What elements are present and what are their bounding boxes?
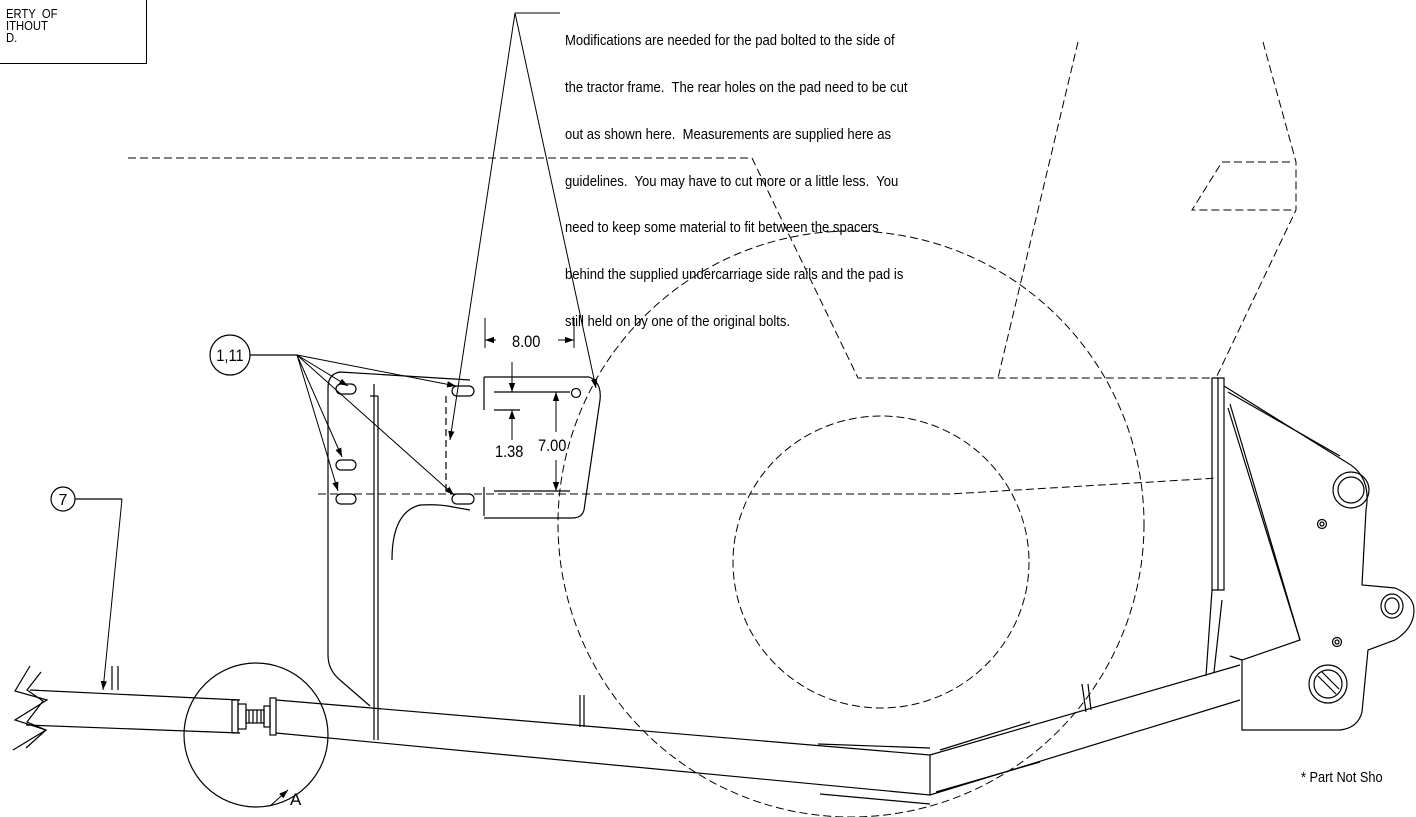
- note-line-6: behind the supplied undercarriage side r…: [565, 266, 904, 284]
- note-line-7: still held on by one of the original bol…: [565, 312, 791, 330]
- dimension-height: 7.00: [538, 437, 567, 455]
- modification-note: Modifications are needed for the pad bol…: [565, 2, 995, 345]
- title-block-line-3: D.: [6, 31, 18, 45]
- dimension-width: 8.00: [512, 333, 541, 351]
- title-block-line-2: ITHOUT: [6, 19, 48, 33]
- callout-7-label: 7: [59, 492, 68, 509]
- detail-a-label: A: [290, 790, 302, 809]
- note-leaders: [448, 12, 598, 441]
- note-line-5: need to keep some material to fit betwee…: [565, 219, 879, 237]
- callout-7: [50, 486, 123, 691]
- note-line-4: guidelines. You may have to cut more or …: [565, 172, 899, 190]
- phantom-lines: [128, 41, 1297, 817]
- callout-1-11-label: 1,11: [216, 347, 244, 365]
- note-line-2: the tractor frame. The rear holes on the…: [565, 78, 908, 96]
- mounting-bracket: [327, 371, 485, 740]
- side-rail: [12, 664, 1241, 805]
- callout-1-11: [209, 334, 457, 496]
- note-line-3: out as shown here. Measurements are supp…: [565, 125, 891, 143]
- footnote: * Part Not Sho: [1301, 770, 1383, 786]
- detail-circle-a: [183, 662, 329, 808]
- dimension-lines: [484, 318, 575, 491]
- note-line-1: Modifications are needed for the pad bol…: [565, 32, 895, 50]
- title-block-line-1: ERTY OF: [6, 7, 58, 21]
- hitch-assembly: [1205, 377, 1415, 731]
- bracket-slots: [335, 383, 475, 505]
- title-block: ERTY OF ITHOUT D.: [0, 0, 147, 64]
- dimension-hole-offset: 1.38: [495, 443, 524, 461]
